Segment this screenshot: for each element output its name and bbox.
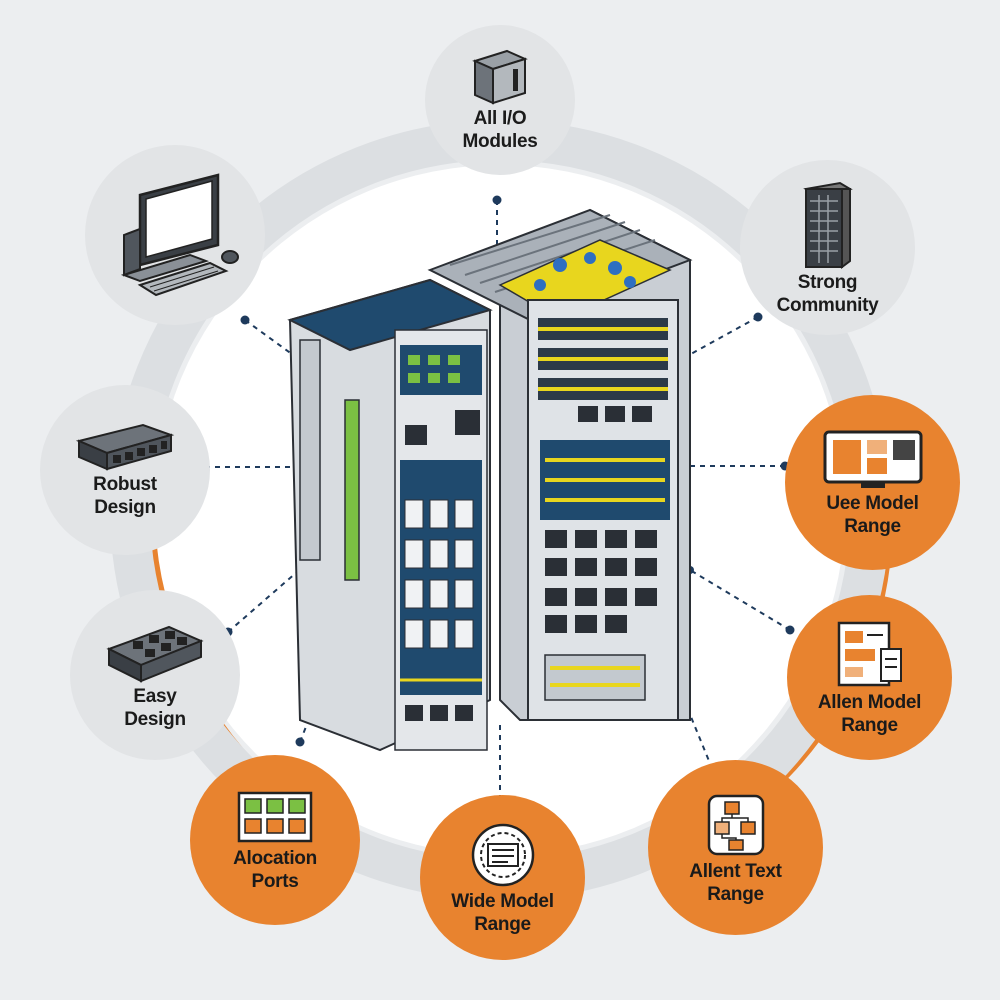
node-allent-text-range: Allent Text Range [648, 760, 823, 935]
node-easy-design: Easy Design [70, 590, 240, 760]
server-tower-icon [472, 49, 528, 105]
server-rack-icon [802, 181, 853, 269]
node-label: Uee Model Range [826, 492, 919, 537]
node-label: Alocation Ports [233, 848, 317, 892]
io-ports-icon [237, 791, 313, 843]
connector-easy [227, 564, 306, 633]
industrial-controller-rack-icon [287, 208, 693, 752]
node-allen-model-range: Allen Model Range [787, 595, 952, 760]
document-chart-icon [837, 621, 902, 686]
node-label: Wide Model Range [451, 890, 554, 935]
node-label: Easy Design [124, 686, 186, 730]
node-alocation-ports: Alocation Ports [190, 755, 360, 925]
gear-badge-icon [471, 823, 534, 886]
node-strong-community: Strong Community [740, 160, 915, 335]
node-label: Allen Model Range [817, 691, 922, 736]
node-wide-model-range: Wide Model Range [420, 795, 585, 960]
flowchart-icon [707, 794, 764, 855]
node-label: Robust Design [93, 474, 157, 518]
switch-module-icon [75, 423, 175, 471]
desktop-computer-icon [120, 173, 239, 297]
connector-workstation [244, 319, 301, 361]
circuit-board-icon [106, 625, 204, 683]
node-uee-model-range: Uee Model Range [785, 395, 960, 570]
node-robust-design: Robust Design [40, 385, 210, 555]
monitor-dashboard-icon [823, 430, 922, 488]
node-workstation [85, 145, 265, 325]
node-label: All I/O Modules [462, 108, 538, 152]
connector-strong-community [679, 316, 759, 361]
node-label: Allent Text Range [689, 860, 782, 905]
node-label: Strong Community [776, 271, 879, 316]
node-all-io-modules: All I/O Modules [425, 25, 575, 175]
